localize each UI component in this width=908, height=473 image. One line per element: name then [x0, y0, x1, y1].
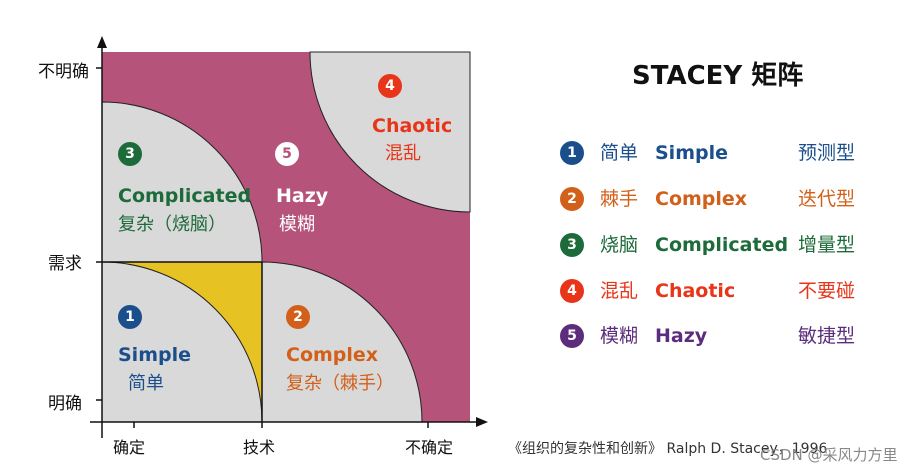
complicated-zone	[101, 101, 263, 263]
legend-cn-label: 混乱	[600, 280, 639, 302]
legend-cn-label: 模糊	[600, 325, 639, 347]
simple-title: Simple	[118, 344, 191, 366]
legend-badge: 3	[560, 233, 584, 257]
legend-cn-label: 简单	[600, 142, 639, 164]
legend-item-complicated: 3 烧脑 Complicated 增量型	[560, 231, 870, 259]
legend-badge: 1	[560, 141, 584, 165]
y-label-mid: 需求	[48, 254, 82, 274]
legend-en-label: Chaotic	[655, 280, 736, 302]
legend-cn-label: 烧脑	[600, 234, 639, 256]
legend-cn-label: 棘手	[600, 188, 639, 210]
simple-number-badge: 1	[118, 305, 142, 329]
legend-en-label: Simple	[655, 142, 728, 164]
watermark: CSDN @采风力方里	[760, 446, 898, 464]
legend-en-label: Complex	[655, 188, 748, 210]
chaotic-zone	[309, 51, 471, 213]
complicated-number-badge: 3	[118, 142, 142, 166]
legend-type-label: 敏捷型	[798, 325, 856, 347]
complex-zone	[261, 261, 423, 423]
hazy-subtitle: 模糊	[279, 214, 315, 235]
legend-title: STACEY 矩阵	[632, 61, 804, 91]
legend-item-complex: 2 棘手 Complex 迭代型	[560, 185, 870, 213]
legend-en-label: Hazy	[655, 325, 708, 347]
simple-zone	[101, 261, 263, 423]
legend-badge: 4	[560, 279, 584, 303]
legend-item-chaotic: 4 混乱 Chaotic 不要碰	[560, 277, 870, 305]
simple-subtitle: 简单	[128, 373, 164, 394]
chaotic-number-badge: 4	[378, 74, 402, 98]
legend-type-label: 迭代型	[798, 188, 856, 210]
legend-type-label: 预测型	[798, 142, 856, 164]
legend-type-label: 不要碰	[798, 280, 856, 302]
y-label-bottom: 明确	[48, 394, 82, 414]
legend-item-simple: 1 简单 Simple 预测型	[560, 139, 870, 167]
y-axis-arrow	[97, 36, 107, 48]
legend-badge: 5	[560, 324, 584, 348]
y-label-top: 不明确	[38, 62, 89, 82]
stacey-matrix-diagram	[90, 36, 488, 438]
complex-subtitle: 复杂（棘手）	[286, 373, 394, 394]
chaotic-title: Chaotic	[372, 115, 453, 137]
legend-badge: 2	[560, 187, 584, 211]
complicated-title: Complicated	[118, 185, 252, 207]
x-axis-arrow	[476, 417, 488, 427]
x-label-mid: 技术	[243, 438, 276, 457]
complex-title: Complex	[286, 344, 379, 366]
x-label-right: 不确定	[405, 438, 454, 457]
legend-type-label: 增量型	[798, 234, 856, 256]
hazy-title: Hazy	[276, 185, 329, 207]
legend-item-hazy: 5 模糊 Hazy 敏捷型	[560, 322, 870, 350]
x-label-left: 确定	[113, 438, 146, 457]
chaotic-subtitle: 混乱	[385, 143, 421, 164]
complex-number-badge: 2	[286, 305, 310, 329]
complicated-subtitle: 复杂（烧脑）	[118, 214, 226, 235]
hazy-number-badge: 5	[275, 142, 299, 166]
citation: 《组织的复杂性和创新》 Ralph D. Stacey，1996	[508, 441, 828, 457]
legend-en-label: Complicated	[655, 234, 789, 256]
